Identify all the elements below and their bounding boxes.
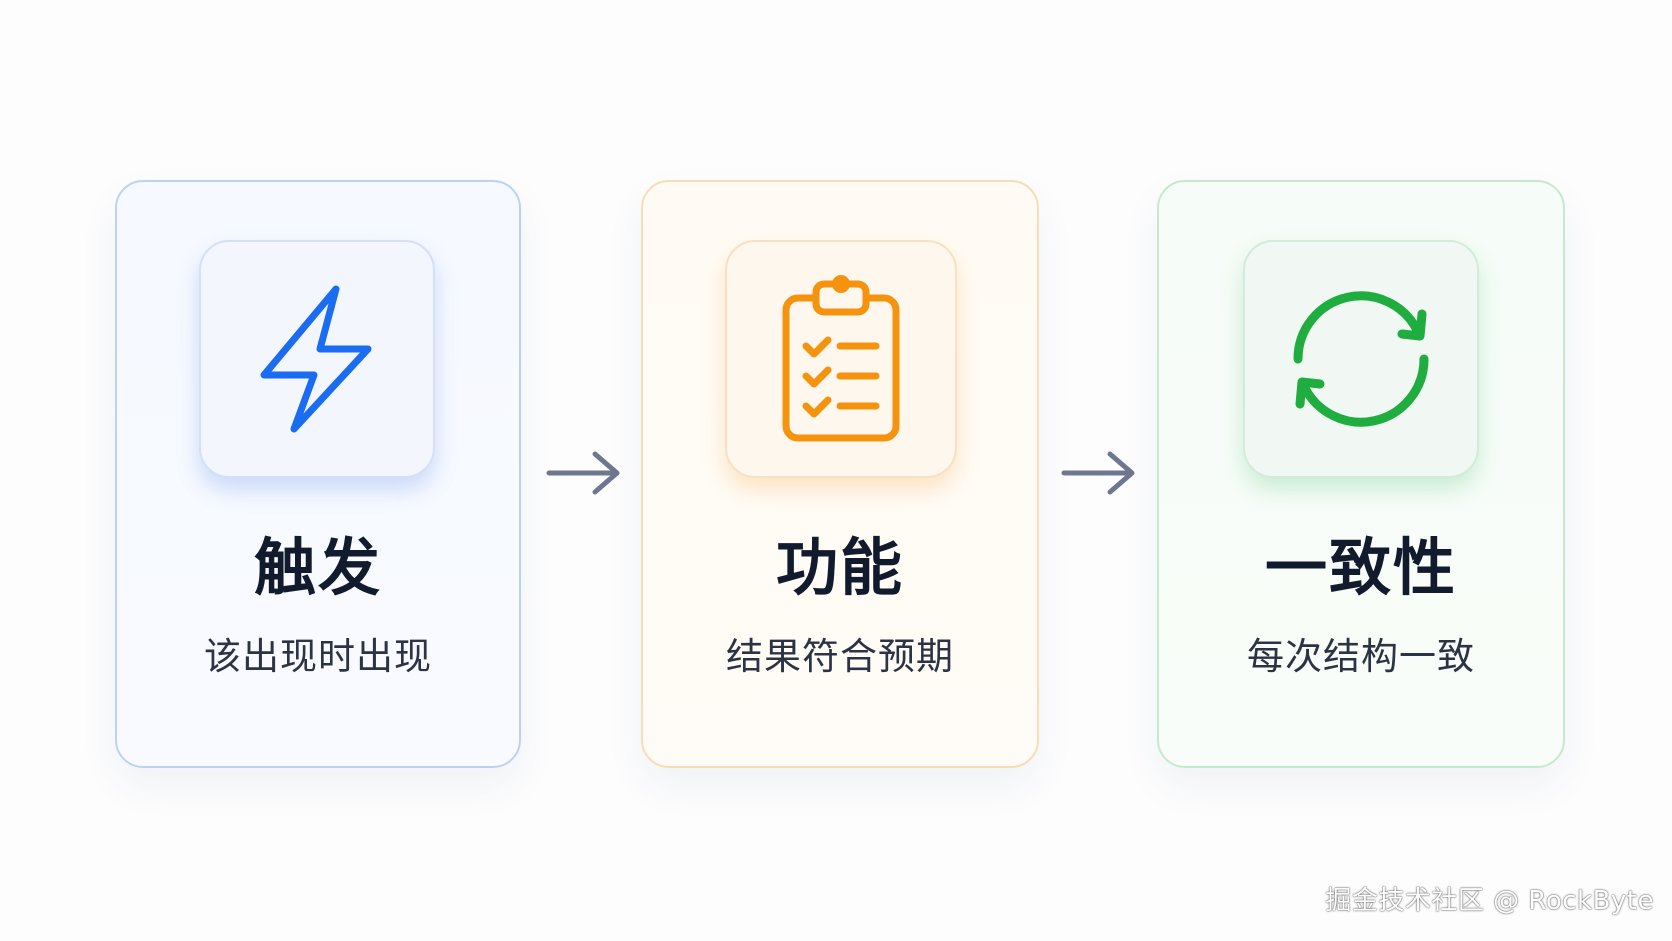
step-title-trigger: 触发 (253, 531, 382, 604)
step-title-consistency: 一致性 (1264, 531, 1457, 604)
arrow-right-icon (1061, 451, 1135, 495)
icon-tile-trigger (199, 240, 435, 478)
icon-tile-consistency (1243, 240, 1479, 478)
step-title-function: 功能 (775, 531, 904, 604)
step-card-function: 功能 结果符合预期 (641, 180, 1039, 768)
step-subtitle-consistency: 每次结构一致 (1247, 635, 1475, 678)
step-subtitle-function: 结果符合预期 (726, 635, 954, 678)
clipboard-checklist-icon (782, 275, 900, 442)
icon-tile-function (725, 240, 957, 478)
watermark: 掘金技术社区 @ RockByte (1325, 886, 1654, 916)
step-subtitle-trigger: 该出现时出现 (204, 635, 432, 678)
step-card-trigger: 触发 该出现时出现 (115, 180, 521, 768)
refresh-cycle-icon (1293, 291, 1429, 427)
arrow-right-icon (546, 451, 620, 495)
lightning-bolt-icon (260, 285, 372, 433)
step-card-consistency: 一致性 每次结构一致 (1157, 180, 1565, 768)
